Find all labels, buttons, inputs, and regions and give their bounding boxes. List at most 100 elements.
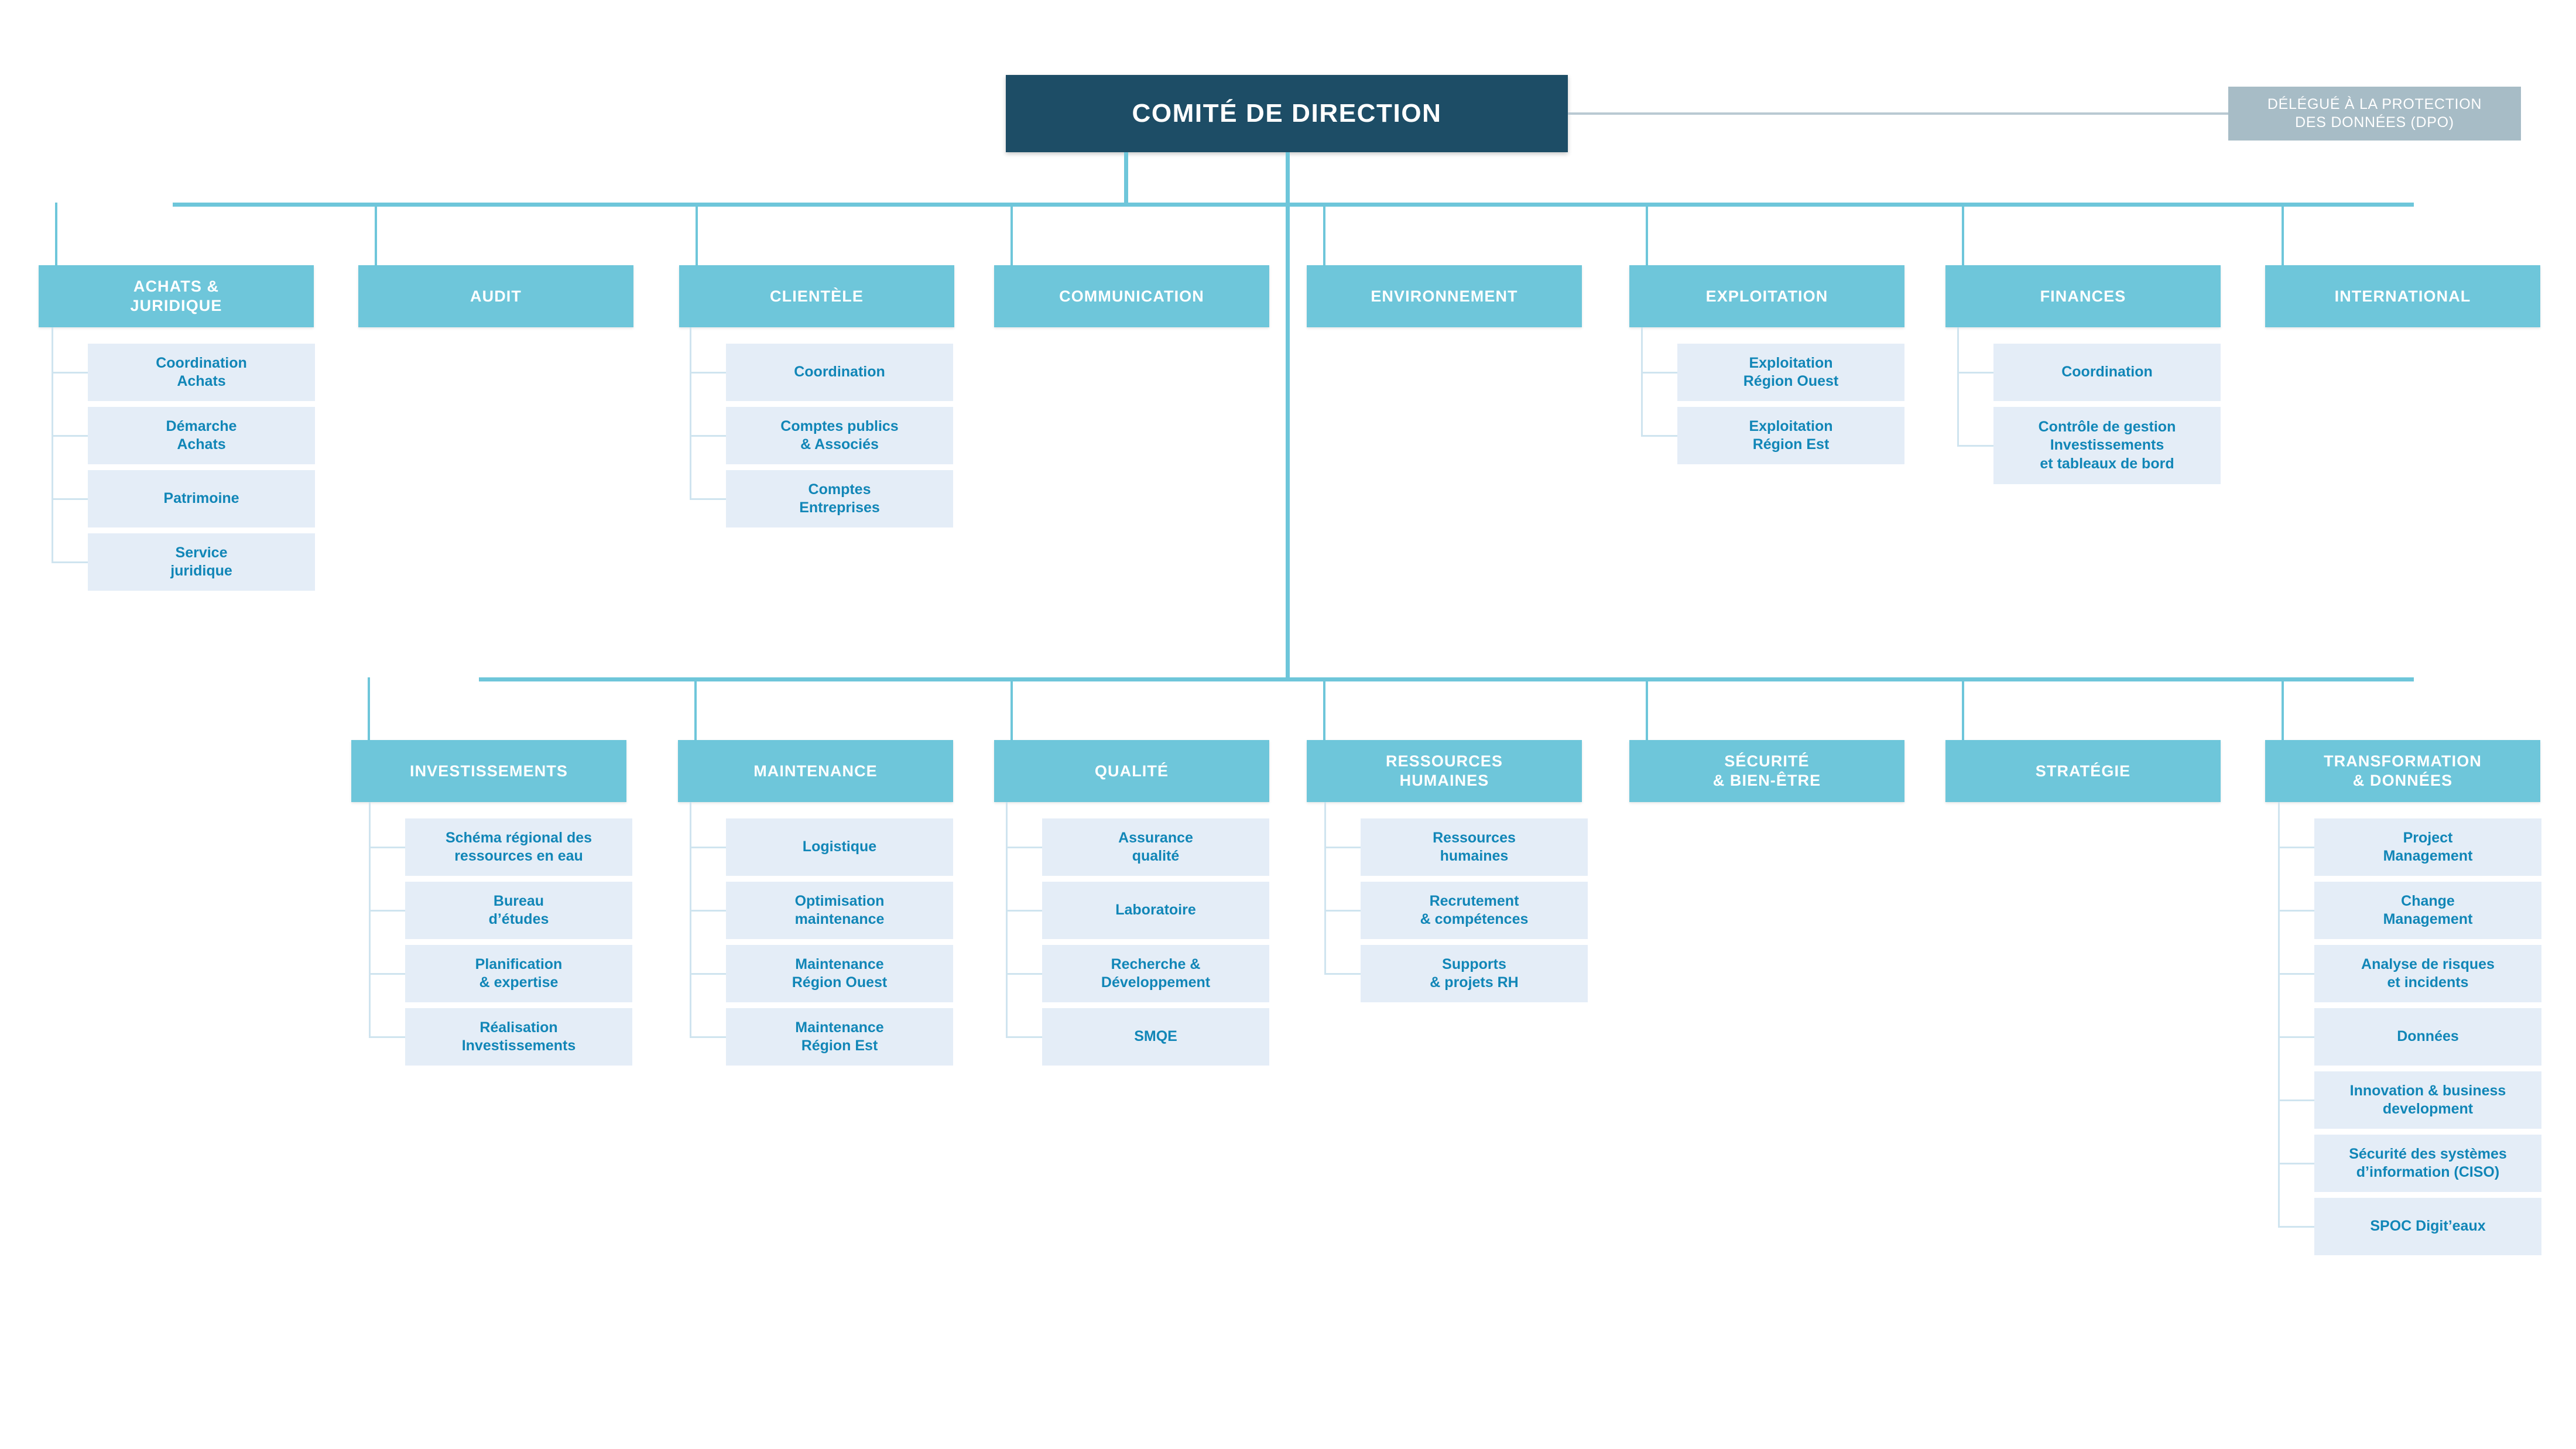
root-trunk-upper	[1124, 152, 1128, 204]
sub-item-label: Laboratoire	[1115, 902, 1196, 919]
dept-header-label: MAINTENANCE	[753, 762, 878, 780]
sub-item-achats-juridique-2[interactable]: Patrimoine	[88, 470, 315, 527]
dept-header-strategie[interactable]: STRATÉGIE	[1945, 740, 2221, 802]
dept-header-securite-bien-etre[interactable]: SÉCURITÉ& BIEN-ÊTRE	[1629, 740, 1904, 802]
sub-item-label: Logistique	[802, 838, 877, 855]
connector-stem-finances	[1957, 327, 1959, 446]
connector-tick-transformation-donnees-2	[2278, 973, 2314, 975]
dept-header-maintenance[interactable]: MAINTENANCE	[678, 740, 953, 802]
connector-stem-investissements	[369, 802, 371, 1037]
connector-tick-achats-juridique-1	[52, 435, 88, 437]
sub-item-finances-0[interactable]: Coordination	[1993, 344, 2221, 401]
sub-item-label: SMQE	[1134, 1028, 1177, 1045]
dept-header-label-line2: JURIDIQUE	[130, 297, 222, 314]
dept-header-label: RESSOURCES	[1385, 752, 1503, 770]
dept-header-transformation-donnees[interactable]: TRANSFORMATION& DONNÉES	[2265, 740, 2540, 802]
connector-drop-finances	[1962, 203, 1964, 265]
row2-bus	[479, 677, 2414, 681]
dept-header-international[interactable]: INTERNATIONAL	[2265, 265, 2540, 327]
sub-item-label: Patrimoine	[163, 490, 239, 507]
sub-item-label: Schéma régional des	[445, 829, 592, 846]
sub-item-label: Recherche &	[1111, 955, 1201, 972]
connector-stem-achats-juridique	[52, 327, 53, 562]
connector-tick-achats-juridique-3	[52, 561, 88, 563]
connector-tick-qualite-2	[1006, 973, 1042, 975]
sub-item-label: & expertise	[479, 974, 559, 991]
connector-tick-exploitation-0	[1641, 372, 1677, 374]
connector-tick-investissements-3	[369, 1036, 405, 1038]
sub-item-clientele-0[interactable]: Coordination	[726, 344, 953, 401]
sub-item-qualite-2[interactable]: Recherche &Développement	[1042, 945, 1269, 1002]
dept-header-finances[interactable]: FINANCES	[1945, 265, 2221, 327]
connector-tick-clientele-2	[690, 498, 726, 500]
sub-item-maintenance-0[interactable]: Logistique	[726, 818, 953, 876]
sub-item-clientele-1[interactable]: Comptes publics& Associés	[726, 407, 953, 464]
dept-header-label-line2: HUMAINES	[1399, 772, 1489, 789]
sub-item-label: development	[2382, 1101, 2474, 1117]
sub-item-label: & Associés	[800, 436, 879, 453]
sub-item-label: Maintenance	[795, 955, 884, 972]
sub-item-label: d’études	[488, 911, 549, 927]
dept-header-communication[interactable]: COMMUNICATION	[994, 265, 1269, 327]
connector-tick-transformation-donnees-4	[2278, 1099, 2314, 1101]
sub-item-ressources-humaines-2[interactable]: Supports& projets RH	[1361, 945, 1588, 1002]
sub-item-transformation-donnees-6[interactable]: SPOC Digit’eaux	[2314, 1198, 2541, 1255]
connector-drop-achats-juridique	[55, 203, 57, 265]
sub-item-investissements-0[interactable]: Schéma régional des ressources en eau	[405, 818, 632, 876]
sub-item-qualite-3[interactable]: SMQE	[1042, 1008, 1269, 1066]
sub-item-label: Coordination	[2061, 364, 2153, 381]
sub-item-investissements-2[interactable]: Planification& expertise	[405, 945, 632, 1002]
sub-item-label: Analyse de risques	[2361, 955, 2495, 972]
sub-item-label: d’information (CISO)	[2356, 1164, 2500, 1180]
dept-header-investissements[interactable]: INVESTISSEMENTS	[351, 740, 626, 802]
dept-header-qualite[interactable]: QUALITÉ	[994, 740, 1269, 802]
dept-header-clientele[interactable]: CLIENTÈLE	[679, 265, 954, 327]
sub-item-ressources-humaines-1[interactable]: Recrutement& compétences	[1361, 882, 1588, 939]
dept-header-ressources-humaines[interactable]: RESSOURCES HUMAINES	[1307, 740, 1582, 802]
sub-item-label: ressources en eau	[454, 848, 583, 864]
dept-header-exploitation[interactable]: EXPLOITATION	[1629, 265, 1904, 327]
dept-header-label: CLIENTÈLE	[770, 287, 864, 305]
sub-item-label: qualité	[1132, 848, 1180, 864]
sub-item-label: humaines	[1440, 848, 1509, 864]
connector-tick-transformation-donnees-3	[2278, 1036, 2314, 1038]
dept-header-label: SÉCURITÉ	[1724, 752, 1810, 770]
connector-tick-transformation-donnees-1	[2278, 910, 2314, 912]
dept-header-achats-juridique[interactable]: ACHATS &JURIDIQUE	[39, 265, 314, 327]
dept-header-environnement[interactable]: ENVIRONNEMENT	[1307, 265, 1582, 327]
dept-header-label: INVESTISSEMENTS	[409, 762, 568, 780]
sub-item-qualite-1[interactable]: Laboratoire	[1042, 882, 1269, 939]
connector-drop-maintenance	[694, 677, 697, 740]
dept-header-audit[interactable]: AUDIT	[358, 265, 633, 327]
connector-tick-transformation-donnees-0	[2278, 847, 2314, 848]
sub-item-label: Recrutement	[1429, 892, 1519, 909]
sub-item-transformation-donnees-3[interactable]: Données	[2314, 1008, 2541, 1066]
root-node-comite-de-direction[interactable]: COMITÉ DE DIRECTION	[1006, 75, 1568, 152]
dpo-label-line1: DÉLÉGUÉ À LA PROTECTION	[2267, 95, 2482, 112]
sub-item-label: Région Ouest	[792, 974, 888, 991]
dpo-node[interactable]: DÉLÉGUÉ À LA PROTECTION DES DONNÉES (DPO…	[2228, 87, 2521, 141]
sub-item-label: Management	[2383, 848, 2473, 864]
connector-tick-transformation-donnees-5	[2278, 1163, 2314, 1164]
row1-bus	[173, 203, 2414, 207]
sub-item-label: Exploitation	[1749, 354, 1833, 371]
